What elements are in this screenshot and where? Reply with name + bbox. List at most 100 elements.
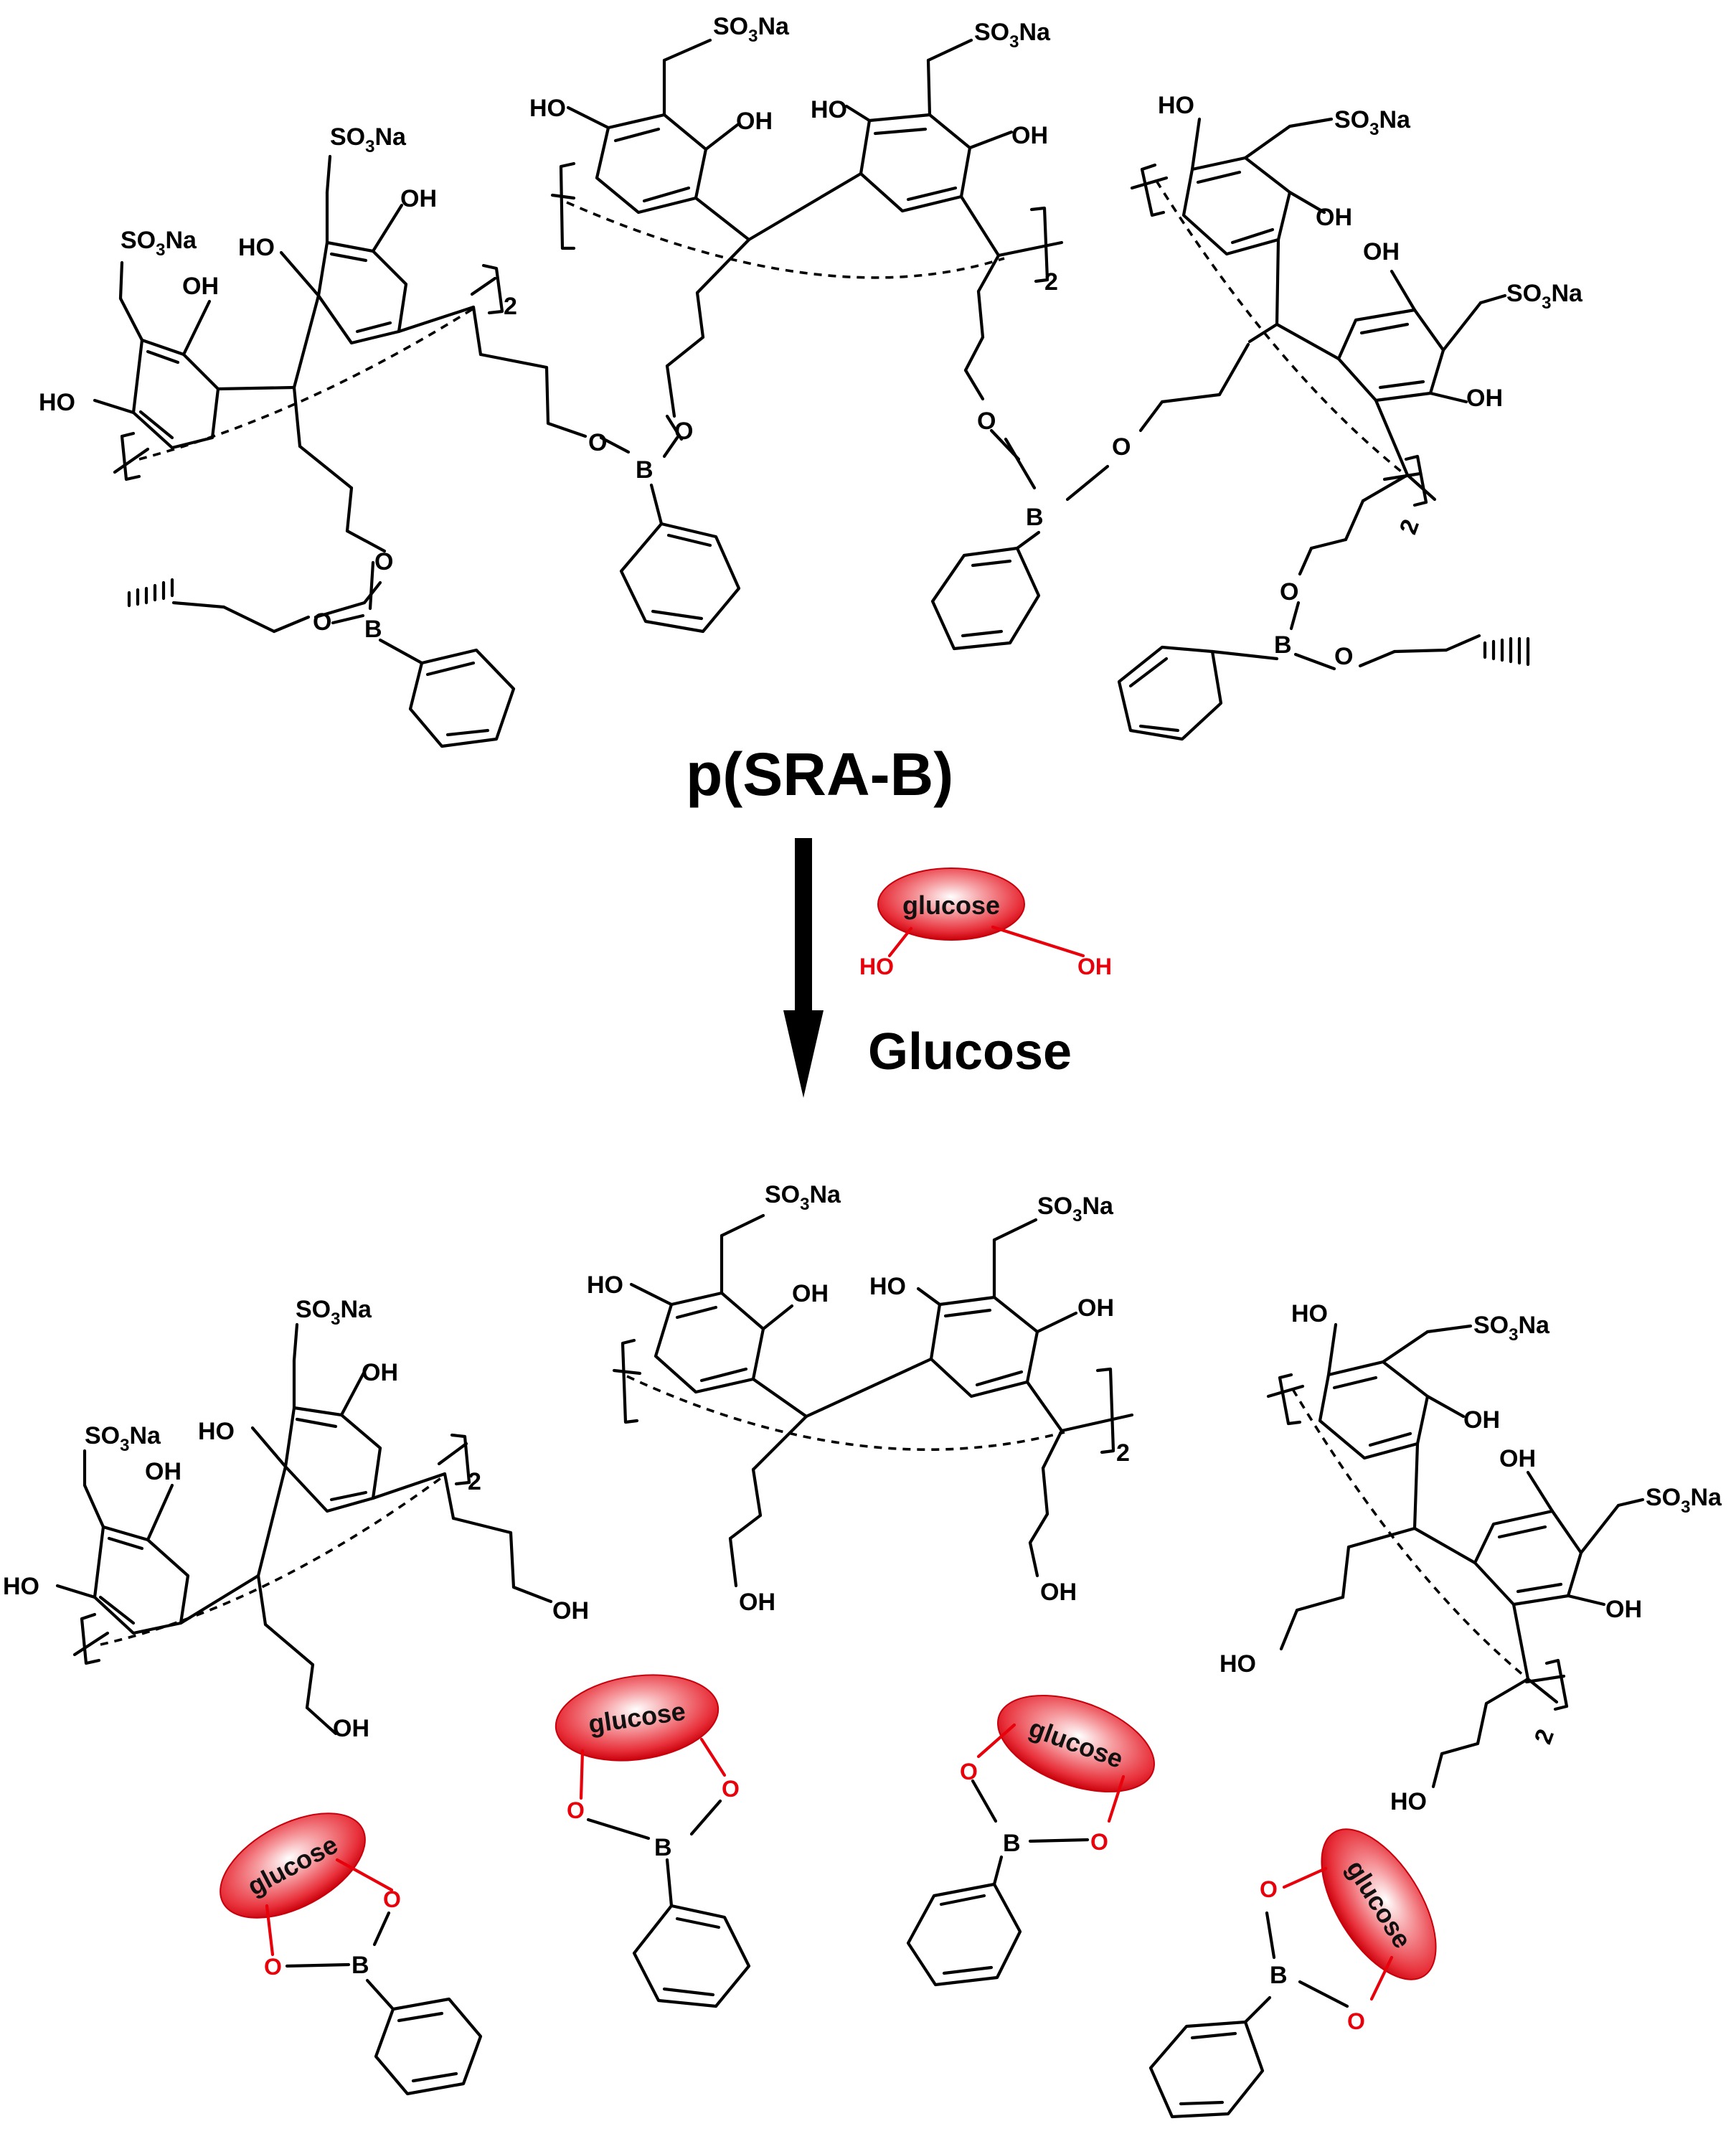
hydroxyl-label: HO: [529, 95, 566, 122]
oxygen-label: O: [567, 1797, 585, 1823]
oxygen-label: O: [1347, 2008, 1365, 2034]
right-center-boronate-top: [930, 342, 1250, 651]
hydroxyl-label: OH: [1077, 1294, 1114, 1322]
glucose-ellipse-label: glucose: [902, 890, 1000, 920]
oxygen-label: O: [313, 608, 331, 636]
repeat-count: 2: [504, 293, 517, 320]
boron-label: B: [654, 1834, 672, 1861]
repeat-count: 2: [1044, 268, 1058, 296]
hydroxyl-label: HO: [1390, 1788, 1427, 1815]
boron-label: B: [1274, 631, 1292, 659]
hydroxyl-label: OH: [362, 1359, 398, 1386]
hydroxyl-label: OH: [182, 273, 219, 300]
glucose-ellipse: [555, 1674, 720, 1762]
sulfonate-label: SO3Na: [1473, 1312, 1550, 1345]
oxygen-label: O: [960, 1759, 978, 1785]
hydroxyl-label: HO: [811, 96, 847, 123]
hydroxyl-label: OH: [1499, 1445, 1536, 1472]
sulfonate-label: SO3Na: [1506, 280, 1583, 313]
left-unit-bottom: [55, 1322, 553, 1736]
oxygen-label: O: [588, 429, 607, 456]
right-unit-bottom: [1266, 1322, 1645, 1789]
repeat-count: 2: [1116, 1439, 1130, 1467]
hydroxyl-label: OH: [400, 185, 437, 212]
hydroxyl-label: OH: [1605, 1596, 1642, 1623]
hydroxyl-label: HO: [3, 1573, 39, 1600]
sulfonate-label: SO3Na: [121, 227, 197, 260]
left-unit-top: [93, 154, 588, 619]
glucose-ellipse: [997, 1694, 1155, 1793]
reagent-label: Glucose: [868, 1023, 1072, 1081]
hydroxyl-label: OH: [145, 1458, 181, 1485]
sulfonate-label: SO3Na: [1646, 1484, 1722, 1517]
sulfonate-label: SO3Na: [330, 123, 407, 156]
sulfonate-label: SO3Na: [1037, 1193, 1114, 1226]
oxygen-label: O: [383, 1886, 401, 1912]
hydroxyl-label: OH: [1466, 385, 1503, 412]
hydroxyl-label: OH: [736, 108, 773, 135]
right-boronate-top: [1117, 601, 1530, 741]
glucose-hydroxyl-right: OH: [1077, 954, 1112, 979]
polymer-structure-bottom: HO OH HO OH SO3Na SO3Na 2 OH OH HO OH HO…: [3, 1181, 1722, 1815]
left-boronate-top: [127, 560, 516, 748]
hydroxyl-label: HO: [198, 1418, 235, 1445]
oxygen-label: O: [674, 418, 693, 445]
boron-label: B: [364, 616, 382, 643]
atom-labels-bottom: HO OH HO OH SO3Na SO3Na 2 OH OH HO OH HO…: [3, 1181, 1722, 1815]
glucose-boronate-complex-4: glucose O O B: [1148, 1828, 1437, 2119]
oxygen-label: O: [264, 1954, 282, 1980]
repeat-count: 2: [1395, 516, 1425, 538]
glucose-ellipse: [220, 1812, 366, 1919]
oxygen-label: O: [1334, 643, 1353, 670]
glucose-ellipse: [1321, 1828, 1437, 1980]
hydroxyl-label: OH: [1316, 204, 1352, 231]
boron-label: B: [352, 1952, 369, 1979]
glucose-ellipse: [877, 868, 1025, 941]
boron-label: B: [1003, 1830, 1021, 1857]
oxygen-label: O: [1112, 433, 1131, 461]
boron-label: B: [1270, 1962, 1288, 1989]
oxygen-label: O: [722, 1776, 740, 1802]
sulfonate-label: SO3Na: [85, 1422, 161, 1455]
oxygen-label: O: [374, 548, 393, 575]
hydroxyl-label: HO: [39, 389, 75, 416]
glucose-hydroxyl-left: HO: [859, 954, 894, 979]
hydroxyl-label: HO: [238, 234, 275, 261]
polymer-structure-top: HO OH HO OH SO3Na SO3Na 2 O O B HO OH HO…: [39, 13, 1583, 748]
repeat-count: 2: [1529, 1726, 1560, 1748]
oxygen-label: O: [1260, 1876, 1278, 1902]
sulfonate-label: SO3Na: [765, 1181, 841, 1214]
glucose-boronate-complex-2: glucose O O B: [555, 1674, 751, 2008]
center-boronate-top: [599, 436, 741, 634]
hydroxyl-label: OH: [1040, 1579, 1077, 1606]
oxygen-label: O: [977, 408, 996, 435]
reaction-arrow: [783, 838, 824, 1098]
sulfonate-label: SO3Na: [1334, 106, 1411, 139]
hydroxyl-label: HO: [869, 1273, 906, 1300]
glucose-boronate-complex-1: glucose O O B: [220, 1812, 483, 2096]
hydroxyl-label: HO: [1291, 1300, 1328, 1327]
sulfonate-label: SO3Na: [296, 1296, 372, 1329]
hydroxyl-label: HO: [1158, 92, 1194, 119]
sulfonate-label: SO3Na: [713, 13, 790, 46]
hydroxyl-label: OH: [333, 1715, 369, 1742]
oxygen-label: O: [1280, 578, 1298, 606]
sulfonate-label: SO3Na: [974, 19, 1051, 52]
hydroxyl-label: OH: [1463, 1406, 1500, 1434]
hydroxyl-label: OH: [792, 1280, 829, 1307]
repeat-count: 2: [468, 1468, 481, 1495]
glucose-reagent: glucose HO OH: [859, 868, 1112, 979]
boron-label: B: [636, 456, 654, 484]
hydroxyl-label: HO: [1220, 1650, 1256, 1678]
boron-label: B: [1026, 504, 1044, 531]
glucose-boronate-complex-3: glucose O O B: [906, 1694, 1155, 1987]
oxygen-label: O: [1090, 1829, 1108, 1855]
atom-labels-top: HO OH HO OH SO3Na SO3Na 2 O O B HO OH HO…: [39, 13, 1583, 670]
hydroxyl-label: OH: [739, 1589, 775, 1616]
center-unit-top: [550, 38, 1064, 461]
hydroxyl-label: OH: [1363, 238, 1400, 265]
hydroxyl-label: OH: [552, 1597, 589, 1625]
hydroxyl-label: HO: [587, 1271, 623, 1299]
right-unit-top: [1130, 117, 1507, 576]
